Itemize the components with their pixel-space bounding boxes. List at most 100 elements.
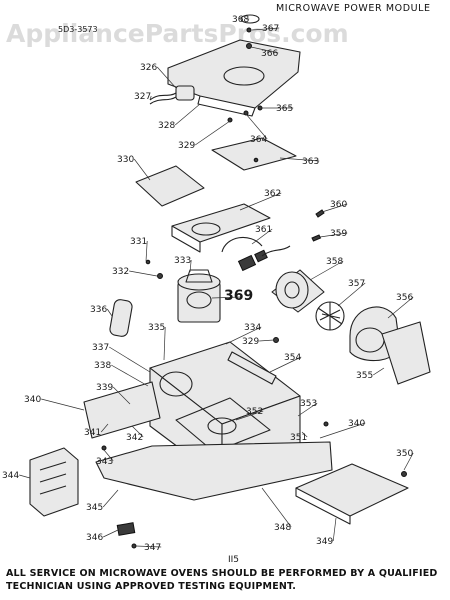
leader-line-357 (337, 282, 366, 307)
leader-line-348 (261, 487, 292, 528)
leader-line-353 (297, 402, 318, 417)
leader-line-350 (403, 452, 414, 471)
leader-line-343 (103, 449, 114, 462)
callout-356: 356 (396, 293, 413, 303)
leader-line-338 (111, 364, 149, 387)
part-screw (131, 543, 137, 549)
callout-366: 366 (261, 49, 278, 59)
part-screw (157, 273, 163, 279)
callout-369: 369 (224, 288, 253, 304)
part-capacitor (109, 299, 133, 337)
callout-340: 340 (24, 395, 41, 405)
leader-line-331 (145, 240, 148, 262)
part-transformer (29, 447, 79, 517)
callout-330: 330 (117, 155, 134, 165)
part-screw (273, 337, 279, 343)
part-screw (323, 421, 329, 427)
callout-337: 337 (92, 343, 109, 353)
callout-360: 360 (330, 200, 347, 210)
callout-340b: 340 (348, 419, 365, 429)
service-notice-line-1: ALL SERVICE ON MICROWAVE OVENS SHOULD BE… (6, 568, 438, 579)
service-notice: ALL SERVICE ON MICROWAVE OVENS SHOULD BE… (6, 567, 446, 593)
callout-362: 362 (264, 189, 281, 199)
callout-364: 364 (250, 135, 267, 145)
part-cap (240, 14, 260, 49)
part-bracket (227, 351, 277, 385)
leader-line-361 (251, 228, 273, 245)
callout-344: 344 (2, 471, 19, 481)
part-tray-edge (295, 488, 351, 525)
callout-345: 345 (86, 503, 103, 513)
callout-357: 357 (348, 279, 365, 289)
part-fan-blade (315, 301, 345, 331)
part-thermostat (149, 85, 195, 105)
part-screw (401, 471, 407, 477)
callout-327: 327 (134, 92, 151, 102)
part-top-housing (167, 39, 301, 117)
leader-line-330 (133, 158, 151, 181)
leader-line-362 (239, 192, 282, 211)
leader-line-329b (259, 339, 275, 342)
callout-354: 354 (284, 353, 301, 363)
part-wire-harness (221, 236, 291, 272)
callout-347: 347 (144, 543, 161, 553)
callout-368: 368 (232, 15, 249, 25)
callout-326: 326 (140, 63, 157, 73)
leader-line-332 (129, 270, 158, 277)
part-screw (227, 117, 233, 123)
part-screw (101, 445, 107, 451)
part-screw (311, 234, 322, 242)
callout-355: 355 (356, 371, 373, 381)
figure-code: II5 (228, 555, 239, 565)
callout-363: 363 (302, 157, 319, 167)
leader-line-358 (309, 260, 344, 281)
callout-335: 335 (148, 323, 165, 333)
leader-line-347 (135, 545, 162, 548)
leader-line-334 (225, 326, 262, 345)
part-screw (243, 110, 249, 116)
leader-line-352 (235, 410, 264, 421)
leader-line-369 (211, 296, 242, 299)
callout-343: 343 (96, 457, 113, 467)
diagram-title: MICROWAVE POWER MODULE (276, 3, 431, 14)
leader-line-326 (156, 66, 177, 89)
callout-332: 332 (112, 267, 129, 277)
callout-353: 353 (300, 399, 317, 409)
callout-358: 358 (326, 257, 343, 267)
callout-338: 338 (94, 361, 111, 371)
leader-line-336 (106, 308, 113, 317)
leader-line-341 (100, 423, 109, 433)
leader-line-364 (245, 113, 268, 140)
leader-line-337 (109, 346, 151, 373)
leader-line-340 (41, 398, 85, 411)
callout-339: 339 (96, 383, 113, 393)
part-sheet (135, 165, 205, 207)
callout-350: 350 (396, 449, 413, 459)
part-mount-bracket (171, 203, 271, 253)
callout-334: 334 (244, 323, 261, 333)
leader-line-356 (387, 296, 414, 319)
callout-351: 351 (290, 433, 307, 443)
callout-341: 341 (84, 428, 101, 438)
callout-342: 342 (126, 433, 143, 443)
part-duct (381, 321, 431, 385)
leader-line-327 (149, 95, 152, 101)
watermark: AppliancePartsPros.com (6, 19, 349, 48)
leader-line-339 (112, 386, 131, 405)
part-base-plate (95, 441, 333, 501)
part-screw (315, 209, 325, 218)
leader-line-346 (103, 529, 119, 538)
callout-328: 328 (158, 121, 175, 131)
leader-line-328 (174, 103, 201, 126)
callout-367: 367 (262, 24, 279, 34)
leader-line-355 (373, 367, 385, 376)
leader-line-329 (195, 120, 231, 146)
leader-line-354 (269, 356, 302, 373)
leader-line-340b (319, 422, 366, 439)
part-fan-motor (271, 269, 325, 313)
leader-line-367 (251, 27, 280, 31)
callout-336: 336 (90, 305, 107, 315)
part-magnetron (177, 269, 221, 323)
part-side-panel (83, 381, 161, 439)
